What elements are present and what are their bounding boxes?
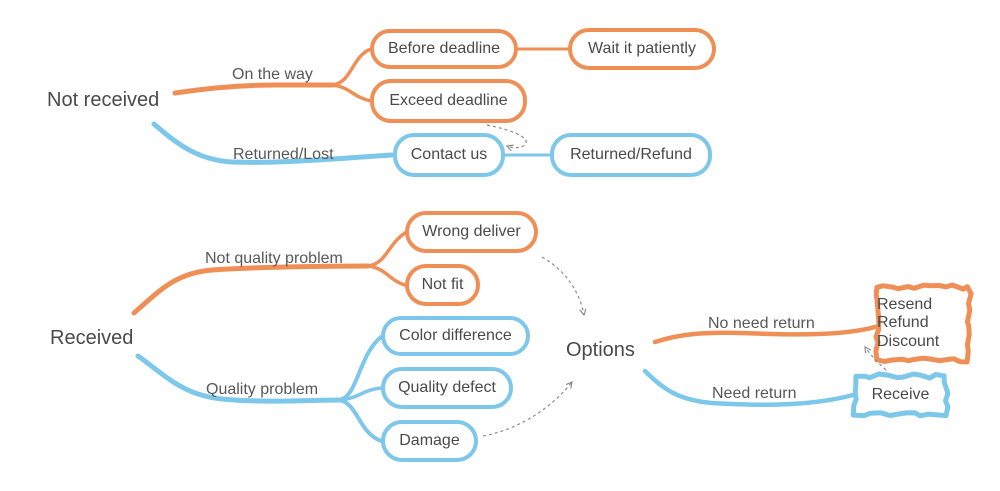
dashed-arrow-exceed-to-contact bbox=[486, 124, 527, 148]
resend-refund-discount-node-border bbox=[873, 282, 974, 365]
branch-label-no-need-return[interactable]: No need return bbox=[708, 315, 815, 332]
node-before-deadline[interactable]: Before deadline bbox=[370, 29, 518, 69]
node-contact-us[interactable]: Contact us bbox=[393, 133, 505, 177]
branch-label-quality-problem[interactable]: Quality problem bbox=[206, 381, 319, 398]
branch-label-not-quality-problem[interactable]: Not quality problem bbox=[205, 250, 343, 267]
node-exceed-deadline[interactable]: Exceed deadline bbox=[370, 79, 527, 123]
node-color-difference[interactable]: Color difference bbox=[381, 316, 530, 356]
node-receive[interactable]: Receive bbox=[855, 376, 946, 415]
node-damage[interactable]: Damage bbox=[381, 420, 478, 462]
node-quality-defect[interactable]: Quality defect bbox=[381, 367, 513, 409]
node-not-fit[interactable]: Not fit bbox=[405, 264, 480, 306]
node-options[interactable]: Options bbox=[566, 339, 635, 361]
discount-line: Discount bbox=[877, 332, 940, 350]
refund-line: Refund bbox=[877, 314, 929, 332]
node-wrong-deliver[interactable]: Wrong deliver bbox=[405, 211, 538, 253]
branch-line-damage bbox=[337, 398, 383, 443]
dashed-arrow-receive-to-resend bbox=[865, 347, 887, 371]
branch-line-on-the-way bbox=[172, 82, 336, 96]
branch-label-on-the-way[interactable]: On the way bbox=[232, 66, 313, 83]
branch-line-not-fit bbox=[366, 264, 407, 287]
branch-line-before-deadline bbox=[331, 47, 373, 87]
resend-line: Resend bbox=[877, 295, 933, 313]
receive-line: Receive bbox=[871, 386, 930, 404]
root-node-not-received[interactable]: Not received bbox=[47, 89, 160, 111]
dashed-arrow-wrong-deliver-to-options bbox=[541, 256, 584, 315]
node-wait-it-patiently[interactable]: Wait it patiently bbox=[568, 28, 716, 70]
root-node-received[interactable]: Received bbox=[50, 327, 134, 349]
node-returned-refund[interactable]: Returned/Refund bbox=[550, 133, 712, 177]
branch-label-need-return[interactable]: Need return bbox=[712, 385, 797, 402]
branch-line-exceed-deadline bbox=[331, 83, 373, 103]
branch-line-returned-lost bbox=[151, 121, 395, 165]
branch-line-need-return bbox=[642, 368, 856, 407]
branch-line-no-need-return bbox=[652, 324, 878, 345]
branch-line-not-quality-problem bbox=[131, 263, 371, 316]
branch-label-returned-lost[interactable]: Returned/Lost bbox=[233, 146, 334, 163]
branch-line-wrong-deliver bbox=[366, 231, 407, 268]
node-resend-refund-discount[interactable]: Resend Refund Discount bbox=[877, 287, 969, 360]
branch-line-quality-defect bbox=[337, 386, 383, 402]
receive-node-border bbox=[850, 371, 951, 419]
branch-line-quality-problem bbox=[135, 353, 342, 404]
